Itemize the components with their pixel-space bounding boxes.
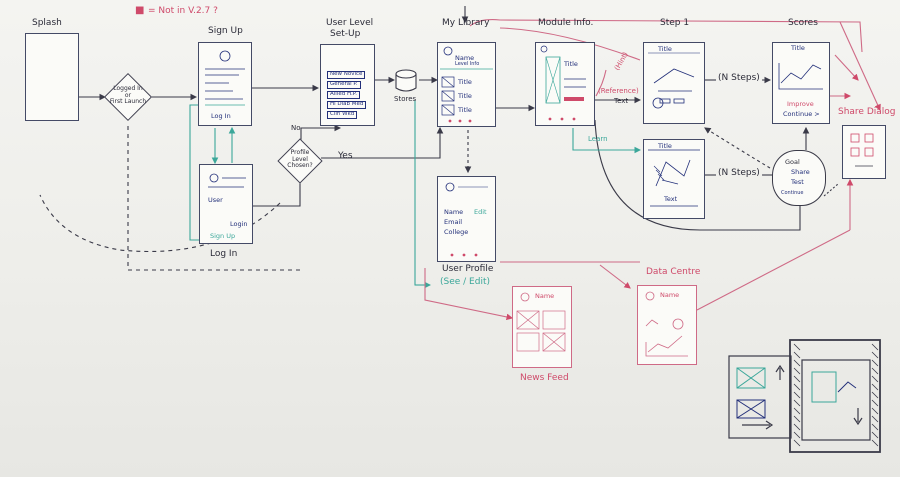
- library-level-info: Level Info: [455, 61, 480, 67]
- step1-card-title: Title: [658, 45, 672, 53]
- step1-alt-wireframe: [648, 149, 700, 207]
- share-screen: [842, 125, 886, 179]
- splash-title: Splash: [32, 18, 62, 28]
- library-item[interactable]: Title: [458, 78, 472, 86]
- profile-field: College: [444, 228, 469, 236]
- scores-title: Scores: [788, 18, 818, 28]
- flow-text-label: Text: [614, 97, 629, 105]
- module-screen: Title: [535, 42, 595, 126]
- user-level-option[interactable]: General P.: [327, 81, 361, 89]
- library-name: Name: [455, 54, 475, 62]
- scores-card-title: Title: [791, 44, 805, 52]
- user-level-option[interactable]: New Novice: [327, 71, 366, 79]
- newsfeed-title: News Feed: [520, 373, 569, 383]
- profile-title: User Profile: [442, 264, 494, 274]
- library-item[interactable]: Title: [458, 106, 472, 114]
- stores-label: Stores: [394, 95, 417, 103]
- scores-wireframe: [778, 63, 823, 90]
- user-level-title-1: User Level: [326, 18, 374, 28]
- logged-in-decision-label: Logged In or First Launch: [109, 85, 147, 106]
- user-level-option[interactable]: Allied H.P.: [327, 91, 360, 99]
- module-title: Module Info.: [538, 18, 594, 28]
- flow-no-label: No: [291, 124, 301, 132]
- share-wireframe: [850, 133, 874, 167]
- legend-marker: ■: [135, 5, 145, 16]
- profile-edit[interactable]: Edit: [474, 208, 487, 216]
- datacentre-screen: Name: [637, 285, 697, 365]
- library-item[interactable]: Title: [458, 92, 472, 100]
- module-wireframe: [540, 45, 586, 121]
- goal-line4[interactable]: Continue: [781, 190, 804, 196]
- flow-reference-label: (Reference): [598, 87, 639, 95]
- user-level-option[interactable]: Hi Diab Med: [327, 101, 367, 109]
- flow-learn-label: Learn: [588, 135, 608, 143]
- goal-line3[interactable]: Test: [791, 178, 804, 186]
- signup-screen: Log In: [198, 42, 252, 126]
- signup-login-label[interactable]: Log In: [211, 112, 231, 120]
- module-item-title: Title: [564, 60, 578, 68]
- goal-line1: Goal: [785, 158, 800, 166]
- step1-screen: Title: [643, 42, 705, 124]
- profile-field: Email: [444, 218, 463, 226]
- step1-title: Step 1: [660, 18, 690, 28]
- datacentre-name: Name: [660, 291, 680, 299]
- profile-field: Name: [444, 208, 464, 216]
- share-title: Share Dialog: [838, 107, 896, 117]
- flow-nsteps-2: (N Steps): [718, 168, 760, 178]
- user-level-option[interactable]: Clin Wkd: [327, 111, 358, 119]
- signup-wireframe: [205, 50, 245, 106]
- newsfeed-name: Name: [535, 292, 555, 300]
- login-signup-link[interactable]: Sign Up: [210, 232, 236, 240]
- scores-screen: Title Improve Continue >: [772, 42, 830, 124]
- flow-yes-label: Yes: [338, 151, 353, 161]
- step1-wireframe: [648, 52, 700, 109]
- user-level-title-2: Set-Up: [330, 29, 361, 39]
- step1-alt-text-button[interactable]: Text: [664, 195, 678, 203]
- datacentre-title: Data Centre: [646, 267, 701, 277]
- step1-alt-card-title: Title: [658, 142, 672, 150]
- profile-level-decision-label: Profile Level Chosen?: [287, 149, 313, 170]
- scores-continue[interactable]: Continue >: [783, 110, 820, 118]
- goal-line2[interactable]: Share: [791, 168, 810, 176]
- login-button[interactable]: Login: [230, 220, 248, 228]
- profile-subtitle: (See / Edit): [440, 277, 490, 287]
- newsfeed-wireframe: [516, 292, 566, 352]
- splash-screen: [25, 33, 79, 121]
- goal-node: Goal Share Test Continue: [772, 150, 826, 206]
- signup-title: Sign Up: [208, 26, 243, 36]
- login-screen: User Login Sign Up: [199, 164, 253, 244]
- datacentre-wireframe: [645, 291, 688, 357]
- login-wireframe: [208, 173, 246, 188]
- login-user-field[interactable]: User: [208, 196, 223, 204]
- scores-improve[interactable]: Improve: [787, 100, 814, 108]
- legend-text: = Not in V.2.7 ?: [148, 6, 218, 16]
- library-title: My Library: [442, 18, 490, 28]
- profile-wireframe: [445, 182, 488, 257]
- flow-nsteps-1: (N Steps): [718, 73, 760, 83]
- step1-alt-screen: Title Text: [643, 139, 705, 219]
- newsfeed-screen: Name: [512, 286, 572, 368]
- login-title: Log In: [210, 249, 238, 259]
- library-wireframe: [440, 46, 493, 123]
